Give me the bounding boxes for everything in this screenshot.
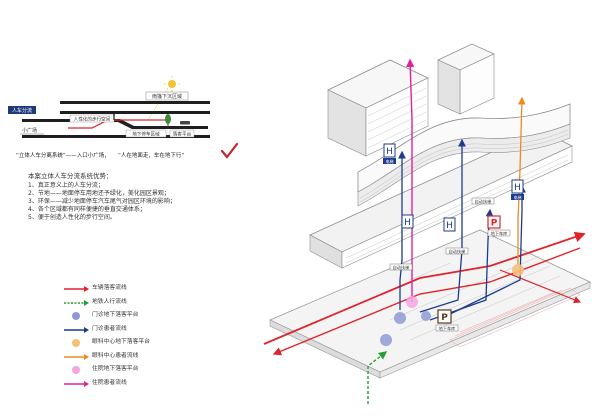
small-plaza-label: 小广场 — [22, 127, 37, 134]
inpatient-flow-path — [406, 58, 415, 302]
legend-row: 眼科中心患者流线 — [62, 351, 262, 365]
vehicle-flow-path — [263, 231, 586, 345]
legend: 车辆落客流线 地铁人行流线 门诊地下落客平台 门诊患者流线 眼科中心地下落客平台… — [62, 283, 262, 391]
elevator-icon: H 电梯 — [511, 179, 524, 200]
main-tower — [327, 43, 495, 157]
wave-building — [357, 103, 571, 207]
advantage-item: 3、环保——减少地面停车汽车尾气对园区环境的影响； — [28, 198, 176, 206]
pedestrian-label: 人性化的步行空间 — [74, 115, 111, 122]
legend-label: 眼科中心地下落客平台 — [92, 339, 150, 345]
escalator-tag: 自动扶梯 — [449, 248, 466, 255]
section-diagram: 雨篷下沉区域 人车分流 人性化的步行空间 小广场 地下停车区域 落客平台 “立体… — [8, 76, 239, 159]
legend-row: 门诊地下落客平台 — [62, 310, 262, 324]
car-icon — [180, 121, 190, 125]
blue-circle-icon — [72, 312, 80, 320]
legend-label: 门诊患者流线 — [92, 325, 127, 332]
orange-circle-icon — [72, 339, 80, 347]
legend-label: 门诊地下落客平台 — [92, 312, 139, 318]
svg-text:电梯: 电梯 — [386, 158, 394, 164]
metro-flow-path — [367, 351, 388, 404]
check-icon — [220, 142, 239, 159]
legend-row: 门诊患者流线 — [62, 324, 262, 338]
advantages-title: 本案立体人车分流系统优势： — [28, 172, 113, 180]
legend-label: 住院地下落客平台 — [92, 366, 139, 372]
vehicle-flow-path — [272, 247, 581, 356]
canopy-label: 雨篷下沉区域 — [152, 93, 182, 100]
blue-arrow-icon — [64, 326, 89, 333]
caption-part2: “人在地面走，车在地下行” — [118, 151, 184, 159]
orange-arrow-icon — [64, 353, 89, 360]
magenta-arrow-icon — [64, 380, 89, 387]
escalator-tag: 自动扶梯 — [393, 264, 410, 271]
tree-icon — [165, 114, 171, 127]
outpatient-dropoff-platform — [421, 311, 431, 321]
svg-text:H: H — [386, 147, 393, 157]
building-slabs — [22, 101, 210, 138]
outpatient-dropoff-platform — [394, 312, 406, 324]
parking-icon: P — [437, 309, 452, 324]
legend-label: 住院患者流线 — [92, 379, 127, 386]
svg-text:P: P — [491, 219, 498, 229]
svg-text:H: H — [514, 183, 521, 193]
parking-icon: P — [487, 215, 501, 229]
advantage-item: 2、节地——地面停车用地还予绿化，美化园区景观； — [28, 190, 170, 198]
advantages-list: 1、真正意义上的人车分流； 2、节地——地面停车用地还予绿化，美化园区景观； 3… — [28, 182, 248, 222]
dropoff-label: 落客平台 — [173, 130, 192, 137]
legend-row: 住院患者流线 — [62, 378, 262, 392]
advantage-item: 4、各个区域都有同样便捷的垂直交通体系； — [28, 206, 146, 214]
svg-text:H: H — [404, 218, 411, 228]
vehicle-flow-path — [499, 269, 582, 304]
pink-circle-icon — [72, 366, 80, 374]
svg-text:电梯: 电梯 — [514, 194, 522, 200]
basement-slab — [269, 229, 591, 379]
svg-text:P: P — [441, 313, 448, 323]
separation-label: 人车分流 — [12, 107, 32, 114]
elevator-icon: H 电梯 — [383, 143, 396, 164]
legend-row: 住院地下落客平台 — [62, 364, 262, 378]
parking-tag: 地下车库 — [439, 325, 456, 332]
inpatient-dropoff-platform — [406, 296, 418, 308]
legend-label: 眼科中心患者流线 — [92, 352, 139, 359]
legend-label: 地铁人行流线 — [92, 298, 127, 305]
lower-building — [309, 129, 573, 269]
escalator-tag: 自动扶梯 — [475, 198, 492, 205]
elevator-icon: H — [401, 214, 414, 229]
outpatient-dropoff-platform — [380, 334, 392, 346]
outpatient-flow-path — [419, 138, 466, 313]
legend-row: 眼科中心地下落客平台 — [62, 337, 262, 351]
svg-text:H: H — [446, 221, 453, 231]
underground-label: 地下停车区域 — [132, 130, 160, 137]
advantage-item: 1、真正意义上的人车分流； — [28, 182, 104, 190]
caption-part1: “立体人车分离系统”——入口小广场， — [16, 151, 110, 159]
parking-tag: 地下车库 — [491, 230, 508, 237]
advantage-item: 5、便于创造人性化的步行空间。 — [28, 214, 116, 222]
legend-row: 车辆落客流线 — [62, 283, 262, 297]
section-vehicle-path — [68, 119, 168, 129]
person-icon — [113, 114, 115, 120]
red-arrow-icon — [64, 286, 89, 292]
green-dashed-arrow-icon — [64, 299, 89, 306]
legend-label: 车辆落客流线 — [92, 285, 127, 291]
legend-row: 地铁人行流线 — [62, 297, 262, 311]
eye-center-dropoff-platform — [512, 264, 524, 276]
elevator-icon: H — [443, 217, 456, 232]
isometric-circulation-diagram: H 电梯 H H H 电梯 P P 地下车库 地下车库 自动扶梯 自动扶梯 自动… — [263, 43, 591, 404]
advantages-block: 本案立体人车分流系统优势： 1、真正意义上的人车分流； 2、节地——地面停车用地… — [28, 172, 248, 222]
